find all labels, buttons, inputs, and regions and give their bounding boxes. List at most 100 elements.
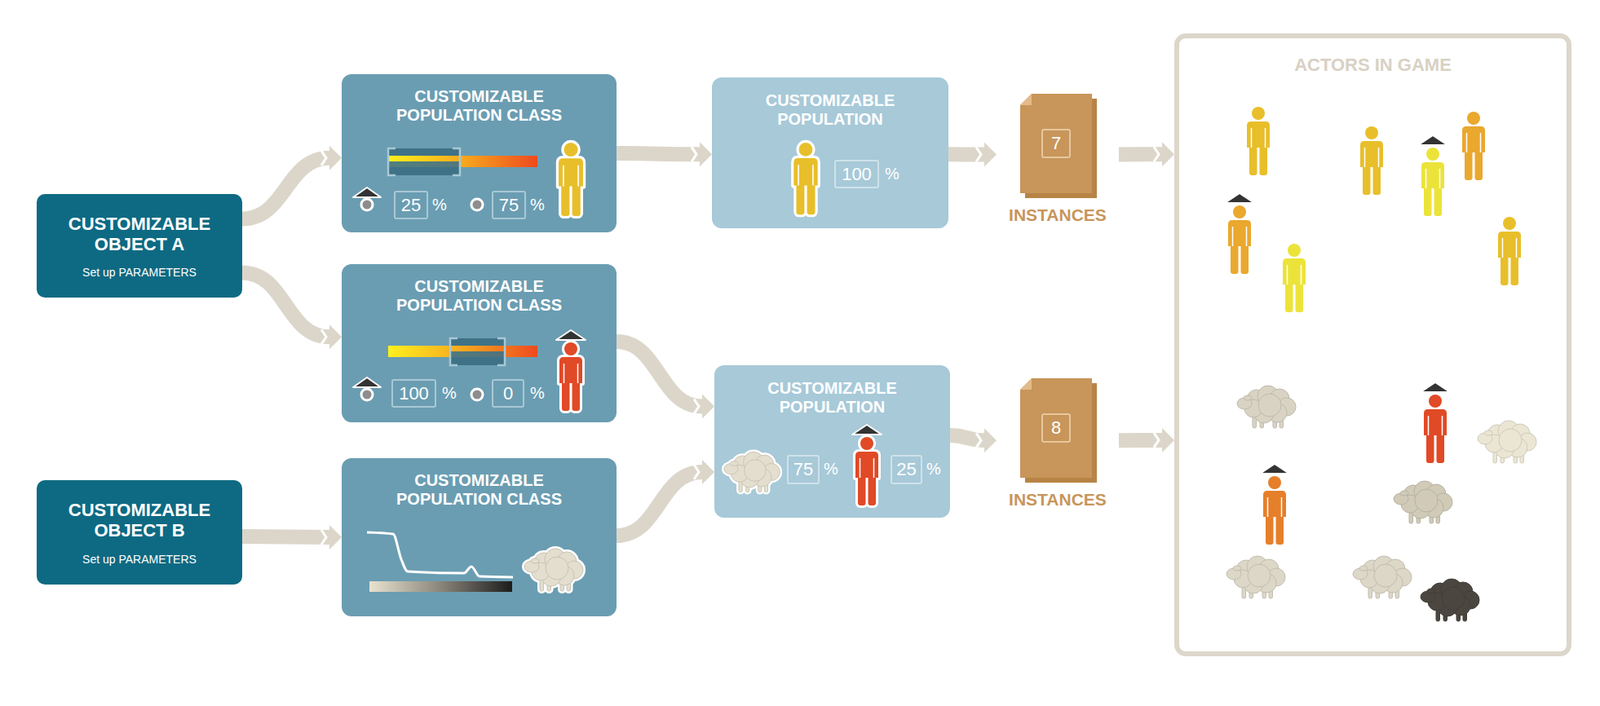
person-leg bbox=[807, 181, 816, 215]
person-arm-line bbox=[1286, 265, 1289, 285]
person-leg bbox=[1423, 185, 1433, 217]
sheep-wool bbox=[1510, 424, 1530, 444]
sheep-ear bbox=[1484, 430, 1493, 436]
person-head bbox=[563, 142, 578, 157]
sheep-wool bbox=[1256, 573, 1277, 593]
person-head bbox=[1426, 147, 1440, 161]
sheep-wool bbox=[1441, 587, 1465, 610]
box-text: % bbox=[821, 457, 841, 481]
hat-icon bbox=[353, 187, 381, 198]
value-box: 100 bbox=[391, 379, 437, 408]
person-arm-line bbox=[1439, 168, 1441, 189]
person-body bbox=[1462, 126, 1486, 153]
box-title: ACTORS IN GAME bbox=[1179, 54, 1567, 76]
slider-band bbox=[450, 351, 505, 358]
person-leg bbox=[572, 380, 581, 412]
sheep-leg bbox=[1462, 607, 1468, 622]
sheep-ear bbox=[1400, 490, 1409, 496]
sheep-ear bbox=[1243, 395, 1252, 401]
person-arm-line bbox=[1264, 128, 1267, 148]
sheep-wool bbox=[743, 451, 765, 473]
sheep-wool bbox=[554, 565, 575, 586]
person-body bbox=[1246, 121, 1270, 148]
sheep-wool bbox=[545, 556, 569, 580]
sheep-wool bbox=[740, 468, 760, 488]
sheep-wool bbox=[1277, 397, 1296, 416]
hat-icon bbox=[1259, 464, 1290, 474]
process-box: CUSTOMIZABLE POPULATION75%25% bbox=[714, 365, 951, 518]
box-title: CUSTOMIZABLE POPULATION CLASS bbox=[373, 87, 586, 125]
person-body bbox=[558, 158, 584, 186]
sheep-wool bbox=[762, 464, 780, 482]
sheep-icon bbox=[1477, 420, 1537, 464]
person-arm-line bbox=[1502, 238, 1504, 258]
person-leg bbox=[1426, 432, 1435, 464]
person-body bbox=[559, 357, 583, 384]
sheep-wool bbox=[743, 451, 765, 473]
node-illustration bbox=[1179, 38, 1577, 662]
value-box: 75 bbox=[786, 455, 820, 485]
document-fold bbox=[1020, 378, 1032, 390]
person-body bbox=[1423, 409, 1447, 436]
sheep-wool bbox=[544, 548, 566, 571]
person-arm-line bbox=[812, 164, 814, 186]
slider-bracket bbox=[497, 338, 505, 366]
person-arm-line bbox=[1378, 147, 1380, 168]
sheep-wool bbox=[1518, 433, 1537, 451]
chevron-mark bbox=[693, 464, 699, 480]
sheep-wool bbox=[1244, 399, 1263, 418]
box-title: CUSTOMIZABLE POPULATION CLASS bbox=[373, 277, 586, 315]
sheep-ear bbox=[730, 461, 739, 467]
value-box: 75 bbox=[491, 190, 526, 220]
sheep-wool bbox=[1410, 499, 1431, 519]
gradient-bar bbox=[388, 155, 538, 168]
sheep-wool bbox=[1246, 556, 1269, 578]
sheep-wool bbox=[541, 566, 562, 587]
sheep-wool bbox=[1233, 570, 1252, 588]
sheep-ear bbox=[530, 558, 540, 564]
sheep-wool bbox=[1414, 489, 1438, 513]
sheep-wool bbox=[762, 464, 780, 482]
person-icon bbox=[1360, 126, 1384, 195]
sheep-wool bbox=[545, 556, 569, 580]
sheep-ear bbox=[1233, 565, 1242, 571]
box-text: % bbox=[429, 193, 450, 217]
gradient-bar bbox=[369, 581, 513, 593]
hat-icon bbox=[1420, 382, 1450, 393]
sheep-wool bbox=[1236, 560, 1256, 580]
value-box: 0 bbox=[491, 379, 525, 408]
box-text: % bbox=[527, 193, 548, 217]
document-sheet bbox=[1020, 93, 1092, 194]
slider-window bbox=[450, 338, 505, 366]
sheep-leg bbox=[764, 479, 768, 493]
process-box: CUSTOMIZABLE POPULATION CLASS bbox=[341, 458, 617, 617]
sheep-leg bbox=[1520, 449, 1525, 464]
person-arm-line bbox=[1246, 226, 1248, 247]
person-icon bbox=[793, 142, 818, 215]
box-text: INSTANCES bbox=[996, 489, 1119, 511]
sheep-wool bbox=[1373, 556, 1395, 578]
sheep-wool bbox=[1426, 484, 1446, 504]
person-icon bbox=[1420, 382, 1450, 464]
sheep-head bbox=[1477, 433, 1493, 445]
sheep-leg bbox=[1259, 414, 1265, 429]
sheep-ear bbox=[1359, 565, 1368, 571]
sheep-icon bbox=[724, 451, 780, 492]
sheep-wool bbox=[556, 552, 577, 572]
person-body bbox=[793, 158, 818, 186]
chevron-mark bbox=[1153, 146, 1159, 162]
sheep-leg bbox=[539, 577, 544, 592]
person-leg bbox=[561, 380, 571, 412]
sheep-wool bbox=[544, 548, 566, 571]
sheep-wool bbox=[1370, 574, 1390, 594]
sheep-leg bbox=[1388, 584, 1393, 599]
person-arm-line bbox=[1425, 168, 1428, 189]
value-box: 25 bbox=[393, 190, 429, 220]
flow-connector bbox=[950, 435, 985, 441]
person-leg bbox=[1500, 254, 1509, 286]
flow-connector bbox=[616, 341, 703, 407]
sheep-icon bbox=[1393, 481, 1453, 524]
sheep-wool bbox=[730, 464, 748, 482]
sheep-wool bbox=[1247, 564, 1271, 588]
person-head bbox=[860, 437, 874, 451]
